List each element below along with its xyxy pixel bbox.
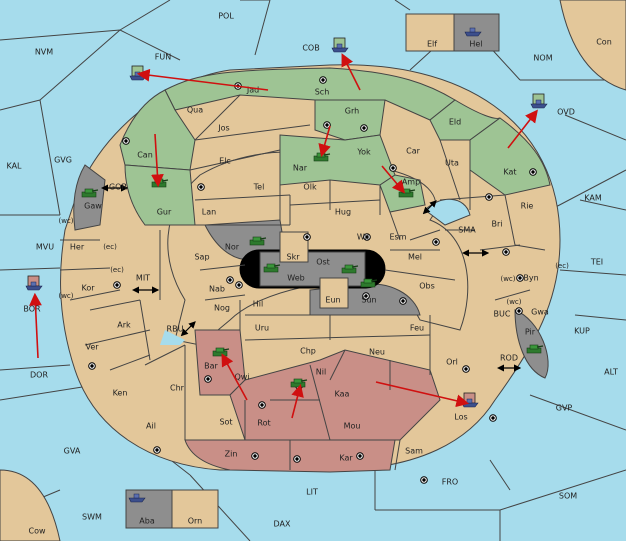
- province-pir[interactable]: [514, 309, 549, 379]
- order-arrows: [29, 53, 538, 419]
- supply-center-core: [124, 139, 128, 143]
- province-qua[interactable]: [119, 89, 196, 171]
- supply-center-core: [401, 299, 405, 303]
- supply-center-core: [237, 283, 241, 287]
- supply-center-core: [362, 126, 366, 130]
- supply-center-core: [365, 235, 369, 239]
- order-arrow: [318, 125, 331, 158]
- supply-center-core: [358, 454, 362, 458]
- order-arrow: [341, 53, 361, 91]
- supply-center-core: [464, 367, 468, 371]
- supply-center-core: [434, 240, 438, 244]
- supply-center-core: [253, 454, 257, 458]
- supply-center-core: [325, 123, 329, 127]
- supply-center-core: [199, 185, 203, 189]
- order-arrow: [507, 109, 538, 149]
- supply-center-core: [391, 166, 395, 170]
- supply-center-core: [155, 448, 159, 452]
- province-orn[interactable]: [171, 489, 219, 529]
- supply-center-core: [260, 403, 264, 407]
- supply-center-core: [487, 195, 491, 199]
- straits: [101, 184, 522, 372]
- label-bor: BOR: [23, 305, 41, 314]
- supply-center-core: [321, 78, 325, 82]
- label-pol: POL: [218, 12, 234, 21]
- label-nvm: NVM: [35, 48, 53, 57]
- supply-center-core: [364, 294, 368, 298]
- label-kup: KUP: [574, 327, 590, 336]
- label-gva: GVA: [64, 447, 81, 456]
- label-dax: DAX: [274, 520, 291, 529]
- label-dor: DOR: [30, 371, 48, 380]
- supply-centers: [88, 76, 537, 484]
- label-fro: FRO: [442, 478, 458, 487]
- label-nom: NOM: [533, 54, 552, 63]
- supply-center-core: [491, 416, 495, 420]
- supply-center-core: [228, 278, 232, 282]
- supply-center-core: [295, 457, 299, 461]
- label-tei: TEI: [590, 258, 603, 267]
- province-eun[interactable]: [319, 277, 349, 309]
- supply-center-core: [518, 276, 522, 280]
- label-swm: SWM: [82, 513, 102, 522]
- province-grh[interactable]: [314, 99, 386, 141]
- label-mvu: MVU: [36, 243, 54, 252]
- label-lit: LIT: [306, 488, 318, 497]
- province-gaw[interactable]: [73, 164, 106, 231]
- supply-center-core: [422, 478, 426, 482]
- supply-center-core: [90, 364, 94, 368]
- order-arrow: [29, 292, 42, 359]
- label-kal: KAL: [6, 162, 22, 171]
- province-con[interactable]: [559, 0, 626, 91]
- label-cob: COB: [302, 44, 319, 53]
- supply-center-core: [115, 283, 119, 287]
- label-alt: ALT: [604, 368, 618, 377]
- province-bar[interactable]: [194, 329, 246, 396]
- supply-center-core: [531, 170, 535, 174]
- order-arrow: [136, 68, 269, 91]
- supply-center-core: [206, 377, 210, 381]
- province-gur[interactable]: [124, 164, 196, 226]
- order-arrow: [151, 133, 164, 188]
- order-arrow: [375, 381, 470, 408]
- province-nar-yok[interactable]: [279, 134, 396, 186]
- province-borders: [59, 94, 546, 471]
- supply-center-core: [517, 309, 521, 313]
- province-elf[interactable]: [405, 13, 455, 52]
- channel-rbu: [160, 330, 185, 345]
- order-arrow: [221, 353, 248, 401]
- order-arrow: [291, 383, 304, 419]
- province-aba[interactable]: [125, 489, 173, 529]
- order-arrow: [381, 165, 406, 194]
- supply-center-core: [504, 250, 508, 254]
- province-kat[interactable]: [469, 117, 551, 196]
- label-gvg: GVG: [54, 156, 72, 165]
- label-som: SOM: [559, 492, 577, 501]
- supply-center-core: [305, 235, 309, 239]
- province-cow[interactable]: [0, 469, 61, 541]
